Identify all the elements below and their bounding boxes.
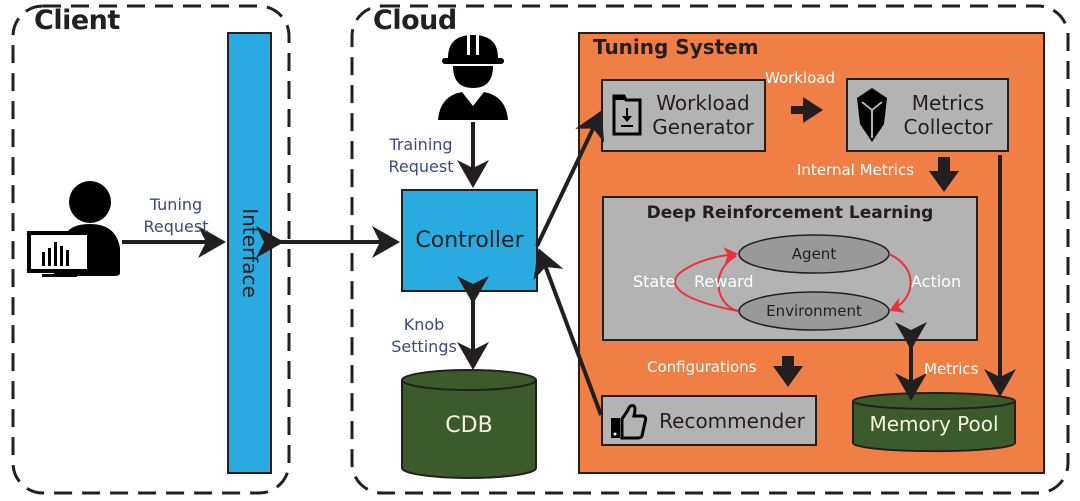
workload-block-arrow — [791, 97, 823, 123]
metrics-label: Metrics — [924, 360, 979, 378]
knob-settings-line1: Knob — [403, 315, 445, 334]
knob-settings-line2: Settings — [391, 337, 457, 356]
agent-label: Agent — [791, 245, 837, 263]
state-arrow — [674, 247, 739, 312]
metrics-collector-line2: Collector — [903, 115, 993, 139]
reward-label: Reward — [694, 272, 754, 291]
metrics-collector-label: Metrics Collector — [893, 91, 1003, 139]
cdb-label: CDB — [445, 412, 493, 438]
user-at-computer-icon — [24, 178, 129, 278]
action-arrow — [888, 253, 912, 313]
engineer-hardhat-icon — [436, 32, 510, 122]
metrics-collector-line1: Metrics — [911, 91, 985, 115]
memory-pool-label: Memory Pool — [869, 412, 999, 436]
recommender-label: Recommender — [659, 408, 805, 433]
cdb-database[interactable] — [401, 369, 537, 479]
training-request-label: Training Request — [376, 134, 466, 178]
training-request-line2: Request — [388, 157, 454, 176]
download-document-icon — [612, 92, 642, 138]
environment-label: Environment — [766, 302, 862, 320]
memory-pool-database[interactable] — [852, 392, 1016, 453]
internal-metrics-block-arrow — [929, 157, 959, 192]
recommender-box[interactable] — [601, 395, 817, 446]
tuning-system-title: Tuning System — [593, 35, 759, 59]
configurations-block-arrow — [773, 356, 803, 387]
controller-to-workload-arrow — [535, 110, 605, 247]
state-label: State — [633, 272, 676, 291]
drl-title: Deep Reinforcement Learning — [646, 203, 934, 223]
tuning-request-label: Tuning Request — [131, 194, 221, 238]
knob-settings-label: Knob Settings — [384, 314, 464, 358]
configurations-label: Configurations — [647, 358, 757, 376]
tuning-request-line1: Tuning — [149, 195, 203, 214]
internal-metrics-label: Internal Metrics — [797, 161, 915, 179]
workload-generator-line2: Generator — [652, 115, 754, 139]
tuning-request-line2: Request — [143, 217, 209, 236]
shield-collector-icon — [856, 88, 888, 142]
workload-generator-label: Workload Generator — [648, 91, 758, 139]
action-label: Action — [911, 272, 962, 291]
workload-edge-label: Workload — [765, 69, 836, 87]
interface-label: Interface — [237, 208, 262, 298]
controller-label: Controller — [415, 228, 524, 253]
reward-arrow — [717, 255, 739, 312]
workload-generator-line1: Workload — [656, 91, 750, 115]
thumbs-up-icon — [610, 402, 648, 440]
interface-label-wrap: Interface — [228, 33, 271, 473]
client-title: Client — [34, 5, 120, 36]
cloud-title: Cloud — [373, 5, 457, 36]
environment-node[interactable] — [738, 291, 890, 331]
recommender-to-controller-arrow — [533, 248, 603, 416]
training-request-line1: Training — [389, 135, 453, 154]
